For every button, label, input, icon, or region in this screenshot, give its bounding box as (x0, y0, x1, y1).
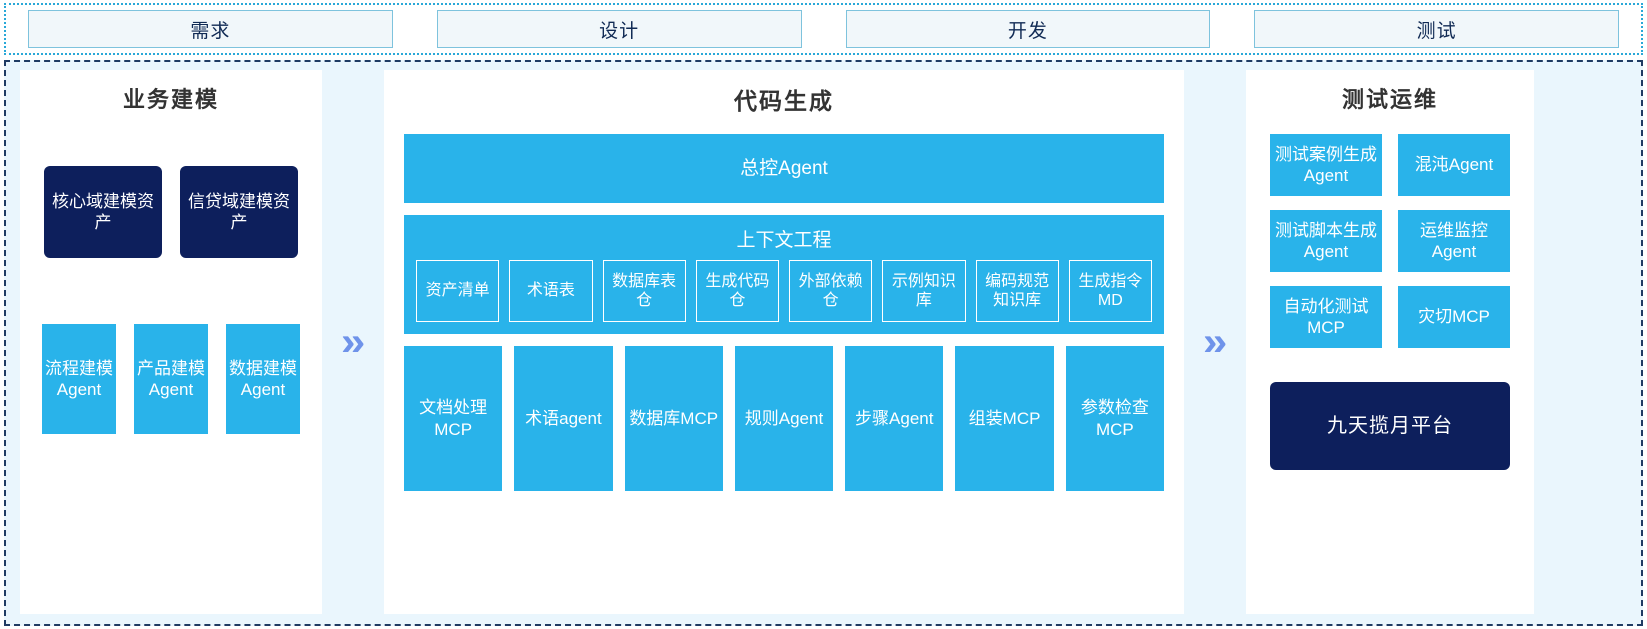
agent-card-automated-test-mcp[interactable]: 自动化测试MCP (1270, 286, 1382, 348)
double-chevron-right-icon: » (1202, 320, 1228, 364)
context-item-glossary[interactable]: 术语表 (509, 260, 593, 322)
agent-card-chaos[interactable]: 混沌Agent (1398, 134, 1510, 196)
context-engineering-title: 上下文工程 (736, 230, 832, 251)
flow-arrow-right: » (1184, 70, 1246, 614)
tool-card-glossary-agent[interactable]: 术语agent (514, 346, 613, 491)
business-agent-group: 流程建模Agent 产品建模Agent 数据建模Agent (42, 324, 300, 434)
agent-card-data-modeling[interactable]: 数据建模Agent (226, 324, 300, 434)
test-ops-agent-grid: 测试案例生成Agent 混沌Agent 测试脚本生成Agent 运维监控Agen… (1270, 134, 1510, 348)
phase-tab-design[interactable]: 设计 (436, 10, 802, 48)
tool-card-document-processing-mcp[interactable]: 文档处理MCP (404, 346, 503, 491)
context-engineering-block: 上下文工程 资产清单 术语表 数据库表仓 生成代码仓 外部依赖仓 示例知识库 编… (404, 215, 1164, 334)
agent-card-product-modeling[interactable]: 产品建模Agent (134, 324, 208, 434)
context-item-row: 资产清单 术语表 数据库表仓 生成代码仓 外部依赖仓 示例知识库 编码规范知识库… (412, 260, 1156, 322)
code-generation-body: 总控Agent 上下文工程 资产清单 术语表 数据库表仓 生成代码仓 外部依赖仓… (404, 134, 1164, 491)
phase-tab-development[interactable]: 开发 (845, 10, 1211, 48)
context-item-asset-inventory[interactable]: 资产清单 (416, 260, 500, 322)
agent-card-disaster-switch-mcp[interactable]: 灾切MCP (1398, 286, 1510, 348)
platform-card-jiutian-lanyue[interactable]: 九天揽月平台 (1270, 382, 1510, 470)
tool-card-assembly-mcp[interactable]: 组装MCP (955, 346, 1054, 491)
panel-title-test-operations: 测试运维 (1341, 87, 1438, 112)
panel-title-code-generation: 代码生成 (734, 88, 834, 114)
double-chevron-right-icon: » (340, 320, 366, 364)
tool-card-step-agent[interactable]: 步骤Agent (845, 346, 944, 491)
asset-card-credit-domain[interactable]: 信贷域建模资产 (180, 166, 298, 258)
phase-strip: 需求 设计 开发 测试 (4, 3, 1643, 55)
context-item-generation-instruction-md[interactable]: 生成指令MD (1068, 260, 1152, 322)
phase-tab-requirements[interactable]: 需求 (28, 10, 393, 48)
agent-card-test-case-generation[interactable]: 测试案例生成Agent (1270, 134, 1382, 196)
panel-test-operations: 测试运维 测试案例生成Agent 混沌Agent 测试脚本生成Agent 运维监… (1246, 70, 1534, 614)
context-item-generated-code-repo[interactable]: 生成代码仓 (695, 260, 779, 322)
flow-arrow-left: » (322, 70, 384, 614)
context-item-coding-standard-knowledge-base[interactable]: 编码规范知识库 (975, 260, 1059, 322)
agent-card-process-modeling[interactable]: 流程建模Agent (42, 324, 116, 434)
context-item-db-table-repo[interactable]: 数据库表仓 (602, 260, 686, 322)
tool-card-database-mcp[interactable]: 数据库MCP (624, 346, 723, 491)
asset-card-core-domain[interactable]: 核心域建模资产 (44, 166, 162, 258)
phase-tab-testing[interactable]: 测试 (1254, 10, 1619, 48)
business-asset-group: 核心域建模资产 信贷域建模资产 (44, 166, 298, 258)
agent-card-test-script-generation[interactable]: 测试脚本生成Agent (1270, 210, 1382, 272)
panel-business-modeling: 业务建模 核心域建模资产 信贷域建模资产 流程建模Agent 产品建模Agent… (20, 70, 322, 614)
agent-card-ops-monitoring[interactable]: 运维监控Agent (1398, 210, 1510, 272)
tool-card-parameter-check-mcp[interactable]: 参数检查MCP (1065, 346, 1164, 491)
main-area: 业务建模 核心域建模资产 信贷域建模资产 流程建模Agent 产品建模Agent… (4, 60, 1643, 626)
context-item-external-dependency-repo[interactable]: 外部依赖仓 (789, 260, 873, 322)
context-item-example-knowledge-base[interactable]: 示例知识库 (882, 260, 966, 322)
panel-title-business-modeling: 业务建模 (122, 87, 219, 112)
tool-card-rule-agent[interactable]: 规则Agent (734, 346, 834, 491)
master-agent-card[interactable]: 总控Agent (404, 134, 1164, 203)
panel-code-generation: 代码生成 总控Agent 上下文工程 资产清单 术语表 数据库表仓 生成代码仓 … (384, 70, 1184, 614)
tool-row: 文档处理MCP 术语agent 数据库MCP 规则Agent 步骤Agent 组… (404, 346, 1164, 491)
